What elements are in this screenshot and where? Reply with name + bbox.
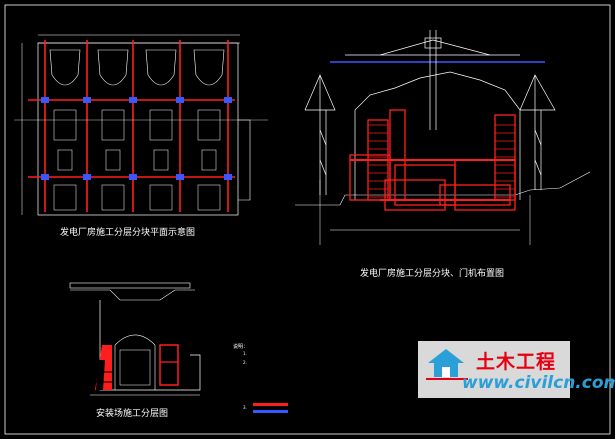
plan-blue-marker — [83, 97, 91, 103]
section-outline — [354, 71, 521, 200]
draft-tube-outline — [193, 49, 225, 86]
unit-bays — [49, 49, 225, 211]
plan-view-title: 发电厂房施工分层分块平面示意图 — [60, 228, 196, 238]
unit-bay-rect — [197, 109, 221, 141]
plan-outline — [37, 42, 239, 216]
plan-blue-marker — [41, 97, 49, 103]
legend-red-swatch — [253, 403, 288, 406]
section-red-blocks — [349, 109, 516, 211]
watermark-url: www.civilcn.com — [462, 373, 615, 393]
unit-bay-rect — [57, 149, 73, 171]
draft-tube-outline — [145, 49, 177, 86]
note-line: 2. — [243, 360, 247, 365]
install-bay-section — [69, 282, 201, 396]
notes-legend-swatches — [253, 403, 288, 413]
unit-bay-rect — [149, 109, 173, 141]
unit-bay-rect — [149, 184, 173, 211]
section-red-block — [439, 184, 511, 206]
note-line: 3. — [243, 405, 247, 410]
gantry-crane-right — [519, 74, 556, 190]
plan-blue-marker — [83, 174, 91, 180]
plan-blue-marker — [129, 174, 137, 180]
crane-layout-title: 发电厂房施工分层分块、门机布置图 — [360, 269, 505, 279]
unit-bay-rect — [105, 149, 121, 171]
plan-blue-marker — [41, 174, 49, 180]
house-logo-icon — [426, 349, 468, 380]
unit-bay-rect — [153, 149, 169, 171]
unit-bay-rect — [197, 184, 221, 211]
powerhouse-section — [295, 30, 591, 245]
draft-tube-outline — [97, 49, 129, 86]
unit-bay-rect — [53, 109, 77, 141]
plan-blue-marker — [176, 97, 184, 103]
gantry-crane-left — [304, 74, 336, 195]
plan-blue-marker — [224, 174, 232, 180]
site-watermark: 土木工程 www.civilcn.com — [418, 341, 615, 398]
section-red-block — [384, 179, 446, 211]
section-red-block — [349, 154, 391, 201]
unit-bay-rect — [101, 109, 125, 141]
plan-blue-marker — [224, 97, 232, 103]
tower-crane — [345, 30, 520, 130]
unit-bay-rect — [53, 184, 77, 211]
install-red-block-right — [159, 344, 179, 386]
plan-blue-marker — [176, 174, 184, 180]
plan-view — [14, 34, 268, 216]
watermark-brand: 土木工程 — [476, 351, 557, 373]
notes-header: 说明： — [233, 344, 249, 350]
plan-blue-markers — [41, 97, 232, 180]
install-bay-title: 安装场施工分层图 — [96, 409, 169, 419]
plan-red-lines — [44, 40, 229, 212]
section-red-block — [494, 114, 516, 201]
plan-blue-marker — [129, 97, 137, 103]
drawing-frame — [4, 4, 611, 435]
section-red-block — [389, 109, 406, 201]
note-line: 1. — [243, 351, 247, 356]
legend-blue-swatch — [253, 410, 288, 413]
unit-bay-rect — [201, 149, 217, 171]
unit-bay-rect — [101, 184, 125, 211]
draft-tube-outline — [49, 49, 81, 86]
